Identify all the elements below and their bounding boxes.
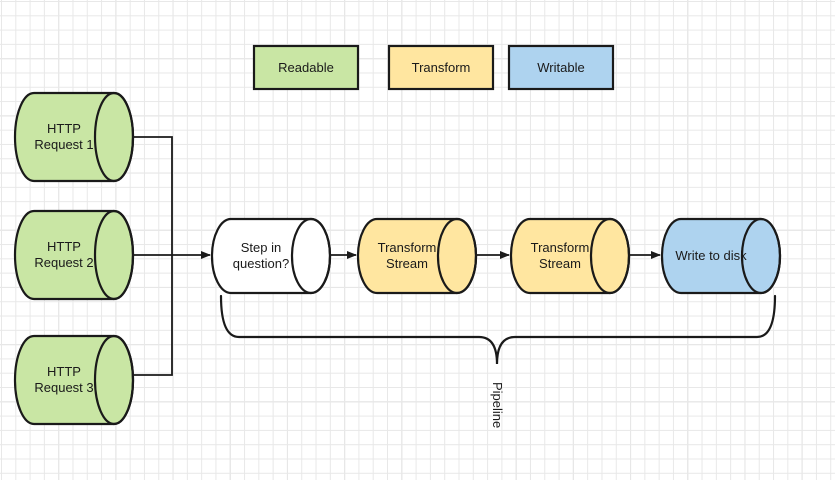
connectors-group bbox=[133, 136, 661, 376]
source-node-3[interactable] bbox=[13, 334, 135, 426]
pipeline-node-1-step-in-question-body bbox=[210, 217, 332, 295]
pipeline-node-2-transform-stream[interactable] bbox=[356, 217, 478, 295]
pipeline-brace bbox=[219, 294, 777, 365]
source-node-3-body bbox=[13, 334, 135, 426]
source-node-2[interactable] bbox=[13, 209, 135, 301]
pipeline-node-4-write-to-disk-body bbox=[660, 217, 782, 295]
pipeline-node-2-transform-stream-body bbox=[356, 217, 478, 295]
source-node-3-cap bbox=[93, 334, 135, 426]
shapes-group bbox=[13, 44, 782, 426]
source-bus-connector bbox=[133, 136, 173, 376]
source-node-1-body bbox=[13, 91, 135, 183]
pipeline-node-1-step-in-question-cap bbox=[290, 217, 332, 295]
pipeline-node-3-transform-stream-body bbox=[509, 217, 631, 295]
legend-box-transform[interactable] bbox=[387, 44, 495, 91]
legend-box-writable[interactable] bbox=[507, 44, 615, 91]
pipeline-node-2-transform-stream-cap bbox=[436, 217, 478, 295]
pipeline-node-3-transform-stream[interactable] bbox=[509, 217, 631, 295]
brace-group bbox=[219, 294, 777, 365]
pipeline-node-4-write-to-disk-cap bbox=[740, 217, 782, 295]
source-node-1[interactable] bbox=[13, 91, 135, 183]
pipeline-node-1-step-in-question[interactable] bbox=[210, 217, 332, 295]
pipeline-node-4-write-to-disk[interactable] bbox=[660, 217, 782, 295]
source-node-2-body bbox=[13, 209, 135, 301]
legend-box-readable[interactable] bbox=[252, 44, 360, 91]
pipeline-node-3-transform-stream-cap bbox=[589, 217, 631, 295]
pipeline-brace-label: Pipeline bbox=[490, 382, 505, 429]
